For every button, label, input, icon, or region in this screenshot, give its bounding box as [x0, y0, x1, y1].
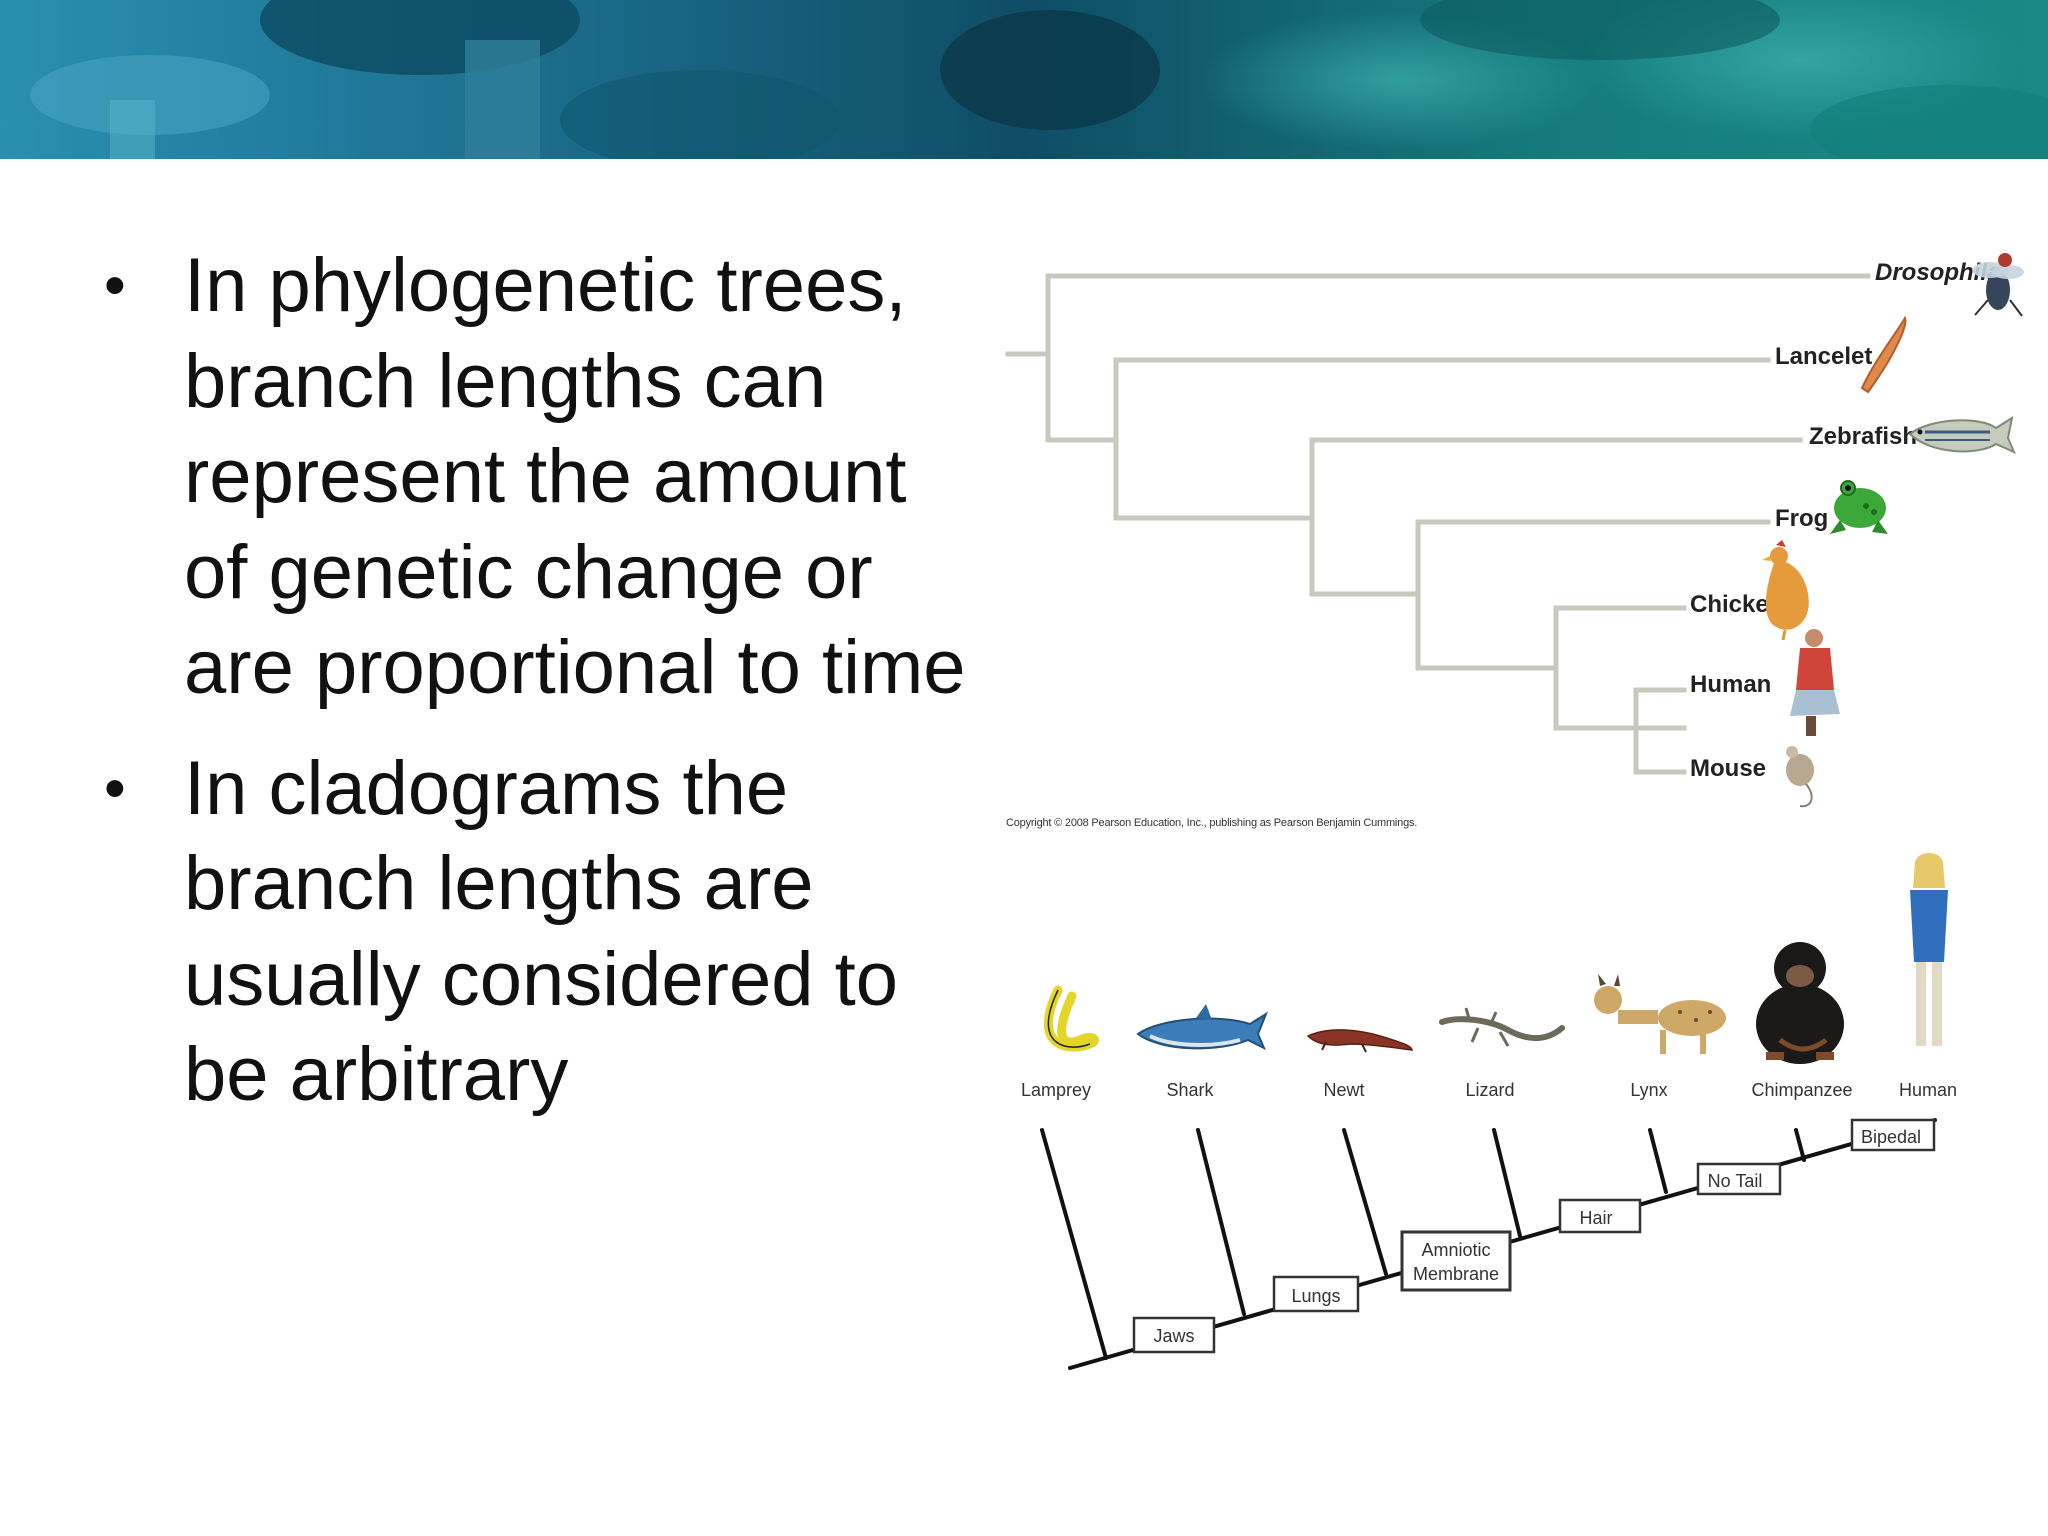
- bullet-item: • In cladograms the branch lengths are u…: [104, 741, 984, 1123]
- cladogram-diagram: Lamprey Shark Newt Lizard Lynx Chimpanze…: [1021, 853, 1957, 1370]
- trait-label: Bipedal: [1861, 1127, 1921, 1147]
- zebrafish-icon: [1908, 415, 2016, 454]
- clade-label: Chimpanzee: [1751, 1080, 1852, 1100]
- trait-label: Lungs: [1291, 1286, 1340, 1306]
- frog-icon: [1830, 480, 1888, 534]
- lizard-icon: [1439, 1007, 1565, 1047]
- bullet-text: In cladograms the branch lengths are usu…: [184, 745, 898, 1118]
- bullet-text: In phylogenetic trees, branch lengths ca…: [184, 243, 966, 710]
- clade-branch: [1342, 1128, 1388, 1276]
- taxon-label: Frog: [1775, 505, 1828, 532]
- clade-branch: [1196, 1128, 1246, 1316]
- header-banner: [0, 0, 2048, 159]
- chimpanzee-icon: [1756, 942, 1844, 1064]
- clade-branch: [1648, 1128, 1668, 1194]
- chicken-icon: [1762, 540, 1809, 641]
- cladogram: Lamprey Shark Newt Lizard Lynx Chimpanze…: [1000, 840, 2048, 1400]
- trait-label: No Tail: [1708, 1171, 1763, 1191]
- trait-label: Membrane: [1413, 1264, 1499, 1284]
- taxon-label: Human: [1690, 671, 1771, 698]
- bullet-list: • In phylogenetic trees, branch lengths …: [104, 238, 984, 1148]
- taxon-label: Zebrafish: [1809, 423, 1917, 450]
- bullet-marker: •: [104, 753, 126, 823]
- lynx-icon: [1594, 974, 1726, 1054]
- human-icon: [1790, 629, 1840, 736]
- clade-label: Newt: [1323, 1080, 1364, 1100]
- clade-branch: [1794, 1128, 1806, 1162]
- human-woman-icon: [1910, 853, 1948, 1046]
- clade-label: Lynx: [1630, 1080, 1667, 1100]
- taxon-label: Mouse: [1690, 755, 1766, 782]
- mouse-icon: [1786, 746, 1814, 808]
- trait-label: Jaws: [1153, 1326, 1194, 1346]
- newt-icon: [1306, 1029, 1413, 1053]
- clade-label: Lamprey: [1021, 1080, 1091, 1100]
- trait-box-jaws: [1132, 1316, 1216, 1354]
- banner-background-image: [0, 0, 2048, 159]
- trait-box-lungs: [1272, 1275, 1360, 1313]
- trait-box-bipedal: [1850, 1118, 1936, 1152]
- trait-box-amniotic-membrane: [1400, 1230, 1512, 1292]
- trait-box-no-tail: [1696, 1162, 1782, 1196]
- trait-label: Hair: [1579, 1208, 1612, 1228]
- trait-box-hair: [1558, 1198, 1642, 1234]
- lancelet-icon: [1860, 315, 1907, 394]
- shark-icon: [1136, 1004, 1269, 1051]
- bullet-item: • In phylogenetic trees, branch lengths …: [104, 238, 984, 716]
- clade-branch: [1040, 1128, 1108, 1360]
- phylogenetic-tree: Drosophila Lancelet Zebrafish Frog Chick…: [1000, 230, 2048, 840]
- trait-label: Amniotic: [1421, 1240, 1490, 1260]
- phylogenetic-tree-diagram: Drosophila Lancelet Zebrafish Frog Chick…: [1005, 253, 2024, 808]
- clade-label: Shark: [1166, 1080, 1214, 1100]
- taxon-label: Lancelet: [1775, 343, 1872, 370]
- fly-icon: [1972, 253, 2024, 317]
- tree-branches: [1005, 273, 1871, 775]
- lamprey-icon: [1043, 985, 1099, 1052]
- clade-label: Lizard: [1465, 1080, 1514, 1100]
- bullet-marker: •: [104, 251, 126, 320]
- copyright-text: Copyright © 2008 Pearson Education, Inc.…: [1006, 817, 1418, 829]
- clade-branch: [1492, 1128, 1522, 1238]
- clade-label: Human: [1899, 1080, 1957, 1100]
